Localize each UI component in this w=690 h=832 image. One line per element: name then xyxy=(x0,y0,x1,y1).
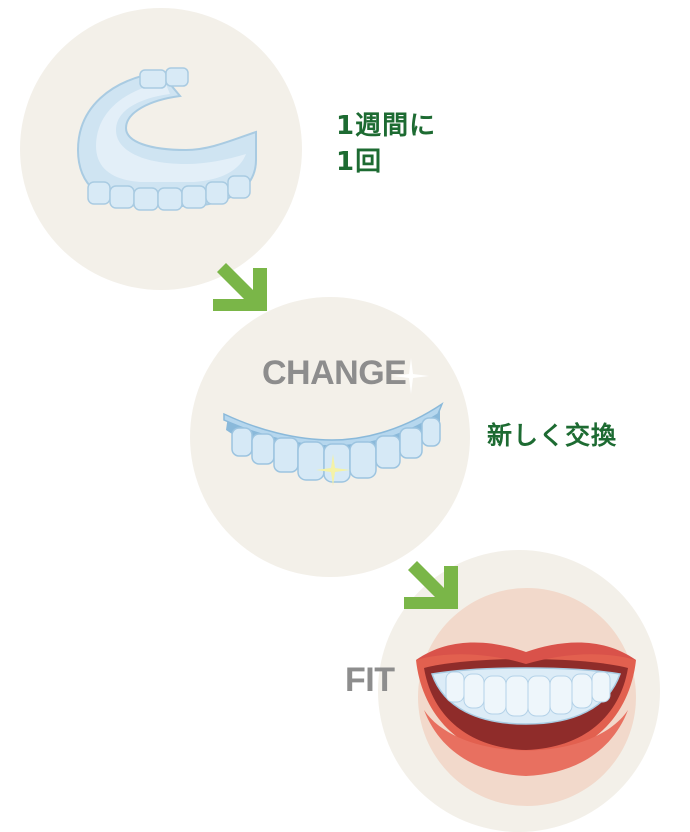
step1-caption-line1: 1週間に xyxy=(336,111,437,141)
step3-word: FIT xyxy=(345,661,395,699)
sparkle-icon xyxy=(316,358,429,486)
aligner-tray-icon xyxy=(76,67,257,211)
step1-caption-line2: 1回 xyxy=(336,147,383,177)
down-right-arrow-icon xyxy=(404,561,458,609)
aligner-upper-icon xyxy=(223,402,444,483)
step2-word: CHANGE xyxy=(262,354,407,392)
smile-with-aligner-icon xyxy=(416,642,636,776)
step2-caption: 新しく交換 xyxy=(487,421,618,450)
down-right-arrow-icon xyxy=(213,263,267,311)
